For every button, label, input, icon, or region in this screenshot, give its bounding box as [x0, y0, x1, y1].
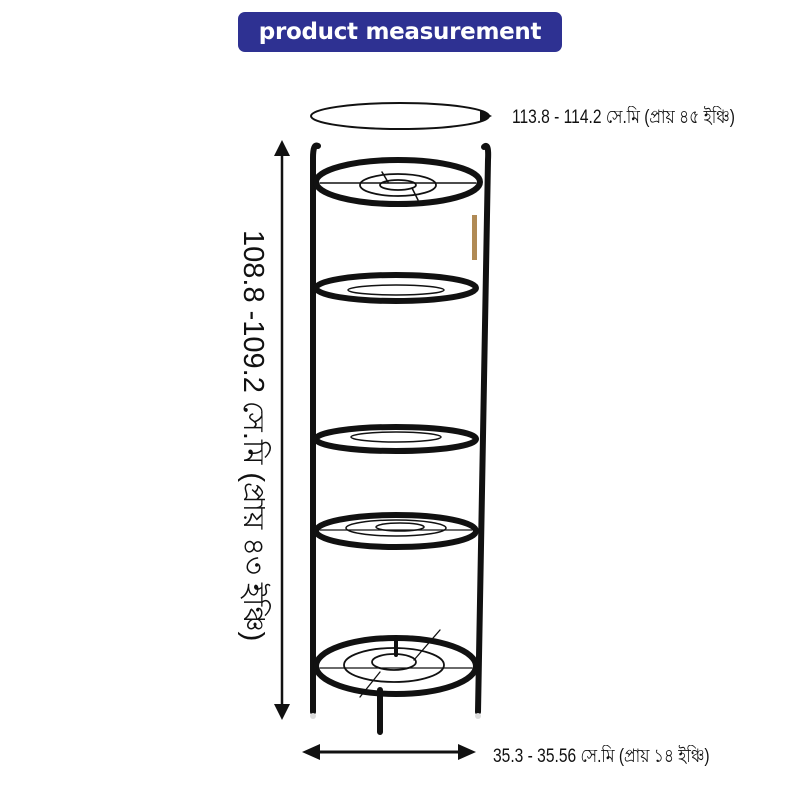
width-label: 35.3 - 35.56 সে.মি (প্রায় ১৪ ইঞ্চি): [493, 746, 710, 767]
title-badge: product measurement: [238, 12, 562, 52]
shelf-tier-2: [313, 272, 479, 304]
shelf-tier-5: [313, 629, 479, 698]
height-label: 108.8 -109.2 সে.মি (প্রায় ৪৩ ইঞ্চি): [237, 230, 269, 642]
shelf-tier-4: [313, 512, 479, 550]
plant-stand-rack-image: [310, 142, 492, 735]
vertical-double-arrow-icon: [274, 140, 290, 720]
title-text: product measurement: [258, 19, 542, 45]
ellipse-arrow-icon: [310, 102, 492, 130]
shelf-tier-1: [313, 157, 483, 207]
circumference-label: 113.8 - 114.2 সে.মি (প্রায় ৪৫ ইঞ্চি): [512, 107, 735, 128]
horizontal-double-arrow-icon: [302, 744, 476, 760]
shelf-tier-3: [313, 424, 479, 454]
